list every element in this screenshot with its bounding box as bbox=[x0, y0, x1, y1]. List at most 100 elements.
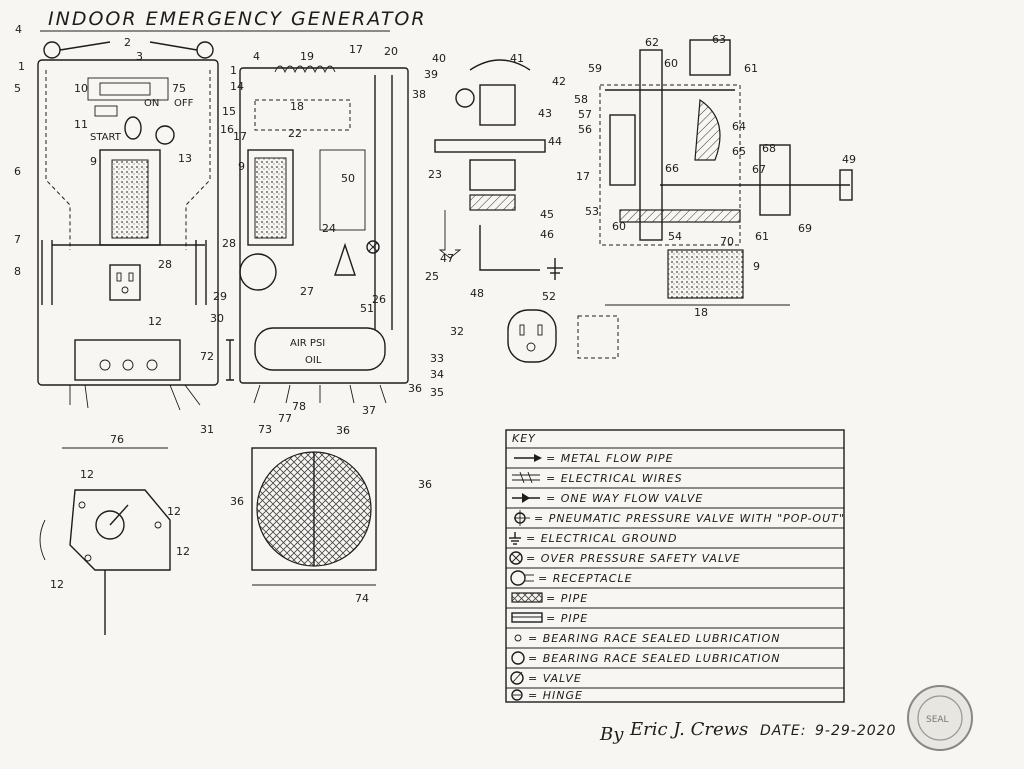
callout-52: 52 bbox=[542, 290, 556, 303]
callout-65: 65 bbox=[732, 145, 746, 158]
callout-27: 27 bbox=[300, 285, 314, 298]
callout-73: 73 bbox=[258, 423, 272, 436]
dial-detail bbox=[39, 447, 171, 635]
mechanism-gearbox bbox=[469, 159, 516, 191]
callout-13a: 13 bbox=[178, 152, 192, 165]
key-text-bearing-race-2: = BEARING RACE SEALED LUBRICATION bbox=[528, 652, 781, 665]
callout-8: 8 bbox=[14, 265, 21, 278]
callout-16: 16 bbox=[220, 123, 234, 136]
callout-28a: 28 bbox=[222, 237, 236, 250]
callout-57: 57 bbox=[578, 108, 592, 121]
callout-12e: 12 bbox=[50, 578, 64, 591]
key-text-bearing-race-1: = BEARING RACE SEALED LUBRICATION bbox=[528, 632, 781, 645]
receptacle-52 bbox=[507, 309, 557, 363]
callout-11: 11 bbox=[74, 118, 88, 131]
mechanism-ground-wire bbox=[438, 210, 462, 259]
front-bolt-1 bbox=[99, 359, 111, 371]
callout-30: 30 bbox=[210, 312, 224, 325]
off-label: OFF bbox=[174, 98, 194, 109]
callout-63: 63 bbox=[712, 33, 726, 46]
air-tank bbox=[254, 327, 386, 371]
front-display-screen bbox=[99, 82, 151, 96]
filter-grille bbox=[251, 447, 377, 586]
callout-49: 49 bbox=[842, 153, 856, 166]
over-pressure-valve bbox=[366, 240, 380, 254]
receptacle-detail bbox=[507, 309, 619, 363]
legend-key: KEY bbox=[505, 429, 845, 703]
key-box bbox=[505, 429, 845, 703]
callout-33: 33 bbox=[430, 352, 444, 365]
callout-12c: 12 bbox=[167, 505, 181, 518]
front-receptacle-slot-left bbox=[116, 272, 122, 282]
start-label: START bbox=[90, 132, 122, 143]
callout-15: 15 bbox=[222, 105, 236, 118]
callout-50: 50 bbox=[341, 172, 355, 185]
callout-62: 62 bbox=[645, 36, 659, 49]
callout-78: 78 bbox=[292, 400, 306, 413]
callout-61a: 61 bbox=[744, 62, 758, 75]
callout-31: 31 bbox=[200, 423, 214, 436]
receptacle-52-slot-right bbox=[537, 324, 543, 336]
filter-element-9 bbox=[667, 249, 744, 299]
dial-pointer bbox=[109, 504, 129, 526]
callout-12b: 12 bbox=[80, 468, 94, 481]
receptacle-52-cover bbox=[577, 315, 619, 359]
front-housing bbox=[37, 59, 219, 386]
front-filter-media bbox=[111, 159, 149, 239]
callout-70: 70 bbox=[720, 235, 734, 248]
callout-9c: 9 bbox=[753, 260, 760, 273]
dial-screw-3 bbox=[84, 554, 92, 562]
receptacle-52-ground bbox=[526, 342, 536, 352]
callout-28b: 28 bbox=[158, 258, 172, 271]
callout-5: 5 bbox=[14, 82, 21, 95]
cam-lobe bbox=[694, 98, 721, 161]
callout-29: 29 bbox=[213, 290, 227, 303]
receptacle-52-slot-left bbox=[519, 324, 525, 336]
key-text-pipe-1: = PIPE bbox=[546, 592, 588, 605]
callout-14: 14 bbox=[230, 80, 244, 93]
callout-36b: 36 bbox=[336, 424, 350, 437]
callout-48: 48 bbox=[470, 287, 484, 300]
intake-manifold bbox=[254, 99, 351, 131]
key-text-pneumatic-valve: = PNEUMATIC PRESSURE VALVE WITH "POP-OUT… bbox=[534, 512, 845, 525]
front-bolt-3 bbox=[146, 359, 158, 371]
on-label: ON bbox=[144, 98, 159, 109]
electrical-wires-icon bbox=[512, 471, 540, 484]
notary-seal: SEAL bbox=[907, 685, 973, 751]
bearing-race-large-icon bbox=[511, 651, 525, 665]
key-text-electrical-ground: = ELECTRICAL GROUND bbox=[526, 532, 677, 545]
callout-51: 51 bbox=[360, 302, 374, 315]
callout-18a: 18 bbox=[290, 100, 304, 113]
coupling-block bbox=[759, 144, 791, 216]
callout-19: 19 bbox=[300, 50, 314, 63]
front-view: START ON OFF bbox=[37, 41, 219, 411]
signature-date-label: DATE: bbox=[760, 723, 806, 739]
callout-12d: 12 bbox=[176, 545, 190, 558]
right-hinge bbox=[196, 41, 214, 59]
callout-20: 20 bbox=[384, 45, 398, 58]
callout-17c: 17 bbox=[576, 170, 590, 183]
gear-detail-view bbox=[599, 39, 853, 306]
run-stop-switch bbox=[155, 125, 175, 145]
pneumatic-pressure-valve-icon bbox=[514, 510, 530, 526]
hinge-icon bbox=[511, 689, 523, 701]
callout-41: 41 bbox=[510, 52, 524, 65]
callout-45: 45 bbox=[540, 208, 554, 221]
side-view: AIR PSI OIL bbox=[226, 65, 409, 404]
front-bolt-2 bbox=[122, 359, 134, 371]
callout-77: 77 bbox=[278, 412, 292, 425]
bearing-race-small-icon bbox=[514, 634, 522, 642]
side-filter-media bbox=[254, 157, 287, 239]
callout-17: 17 bbox=[349, 43, 363, 56]
pipe-plain-icon bbox=[511, 612, 543, 623]
callout-38: 38 bbox=[412, 88, 426, 101]
callout-25: 25 bbox=[425, 270, 439, 283]
over-pressure-safety-valve-icon bbox=[509, 551, 523, 565]
callout-60a: 60 bbox=[664, 57, 678, 70]
valve-icon bbox=[510, 671, 524, 685]
callout-47: 47 bbox=[440, 252, 454, 265]
mechanism-return-pipe bbox=[469, 59, 531, 71]
callout-54: 54 bbox=[668, 230, 682, 243]
receptacle-icon bbox=[510, 570, 534, 586]
